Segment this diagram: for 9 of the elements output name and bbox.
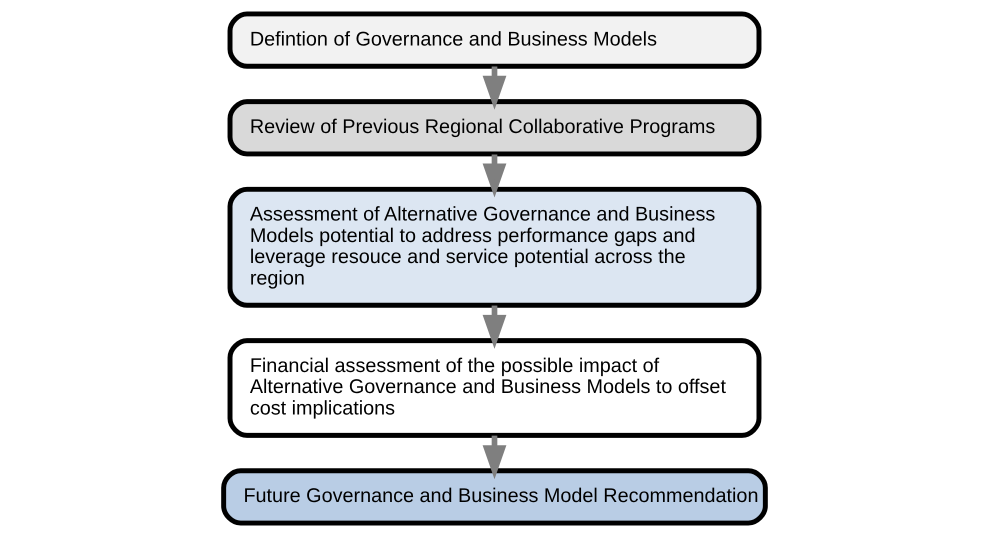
node-box: Future Governance and Business Model Recommendation [221, 468, 768, 526]
node-box: Financial assessment of the possible impact of Alternative Governance and Business Models to offset cost implications [228, 338, 762, 438]
node-box: Defintion of Governance and Business Models [228, 11, 762, 69]
arrow [482, 154, 506, 198]
node-box: Assessment of Alternative Governance and Business Models potential to address performance gaps and leverage resouce and service potential across the region [228, 186, 762, 308]
arrow [482, 306, 506, 349]
arrow [482, 66, 506, 110]
arrow [482, 436, 506, 480]
node-box: Review of Previous Regional Collaborative Programs [228, 99, 762, 156]
